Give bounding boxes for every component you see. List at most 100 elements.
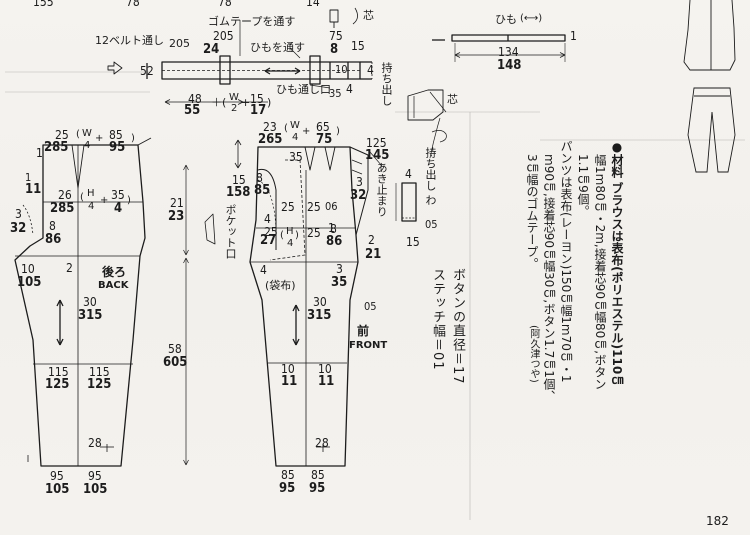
label-pocket-bag: (袋布) (265, 279, 296, 292)
dim-85-a: 85 (281, 468, 295, 482)
dim-65: 65 (316, 120, 330, 134)
w-over-2-den: 2 (231, 103, 238, 114)
dim-28: 28 (88, 436, 102, 450)
dim-158: 158 (226, 185, 251, 200)
dim-4: 4 (367, 63, 374, 77)
label-front-en: FRONT (349, 340, 388, 351)
dim-95: 95 (109, 140, 126, 155)
waist-detail (407, 89, 447, 159)
dim-8: 8 (256, 171, 263, 185)
dim-25-a: 25 (281, 200, 295, 214)
dim-10: 10 (21, 262, 35, 276)
dim-95-b: 95 (88, 469, 102, 483)
dim-23: 23 (168, 209, 185, 224)
label-interfacing-2: 芯 (447, 93, 458, 106)
waistband-piece (107, 20, 373, 105)
dim-2: 2 (368, 233, 375, 247)
dim-21: 21 (365, 247, 382, 262)
dim-24: 24 (203, 42, 220, 57)
plus-sign: ＋( (211, 96, 227, 109)
plus-sign: + (100, 195, 109, 206)
dim-155: 155 (33, 0, 54, 9)
dim-25-d: 25 (307, 226, 321, 240)
dim-21: 21 (170, 196, 184, 210)
back-pant-outline (14, 137, 152, 467)
page-number: 182 (706, 514, 729, 528)
w-over-4-num: W (82, 128, 92, 139)
string-piece (432, 34, 566, 62)
dim-8-b: 8 (330, 222, 337, 236)
dim-4-b: 4 (346, 82, 353, 96)
materials-bullet: ●材料 ブラウスは表布(ポリエステル)110㎝ (610, 140, 624, 387)
dim-27: 27 (260, 233, 277, 248)
dim-86: 86 (326, 234, 343, 249)
w-over-2-num: W (229, 92, 239, 103)
dim-28: 28 (315, 436, 329, 450)
dim-48: 48 (188, 92, 202, 106)
materials-line-5: m90㎝,接着芯90㎝幅30㎝,ボタン1.7㎝1個、 (542, 154, 556, 402)
dim-11: 11 (25, 182, 42, 197)
note-stitch-width: ステッチ幅＝01 (430, 268, 445, 371)
dim-3-b: 3 (336, 262, 343, 276)
h-over-4-den: 4 (88, 201, 95, 212)
dim-95-b: 95 (309, 481, 326, 496)
plus-sign: + (302, 126, 311, 137)
h-over-4-num: H (286, 226, 294, 237)
paren: ( (76, 129, 80, 140)
dim-35: 35 (329, 87, 342, 100)
label-back-jp: 後ろ (102, 265, 127, 279)
plus-sign: + (95, 133, 104, 144)
dim-10: 10 (335, 63, 348, 76)
materials-line-6: 3㎝幅のゴムテープ。 (525, 154, 539, 270)
dim-11-a: 11 (281, 374, 298, 389)
dim-315: 315 (307, 308, 332, 323)
fly-extension-piece (369, 151, 417, 222)
dim-2: 2 (66, 261, 73, 275)
w-over-4-num: W (290, 120, 300, 131)
h-over-4-num: H (87, 188, 95, 199)
label-opening-stop: あき止まり (375, 162, 389, 217)
dim-1: 1 (328, 221, 335, 235)
h-over-4-den: 4 (287, 238, 294, 249)
dim-105: 105 (17, 275, 42, 290)
dim-15-b: 15 (250, 92, 264, 106)
dim-85: 85 (109, 128, 123, 142)
dim-75: 75 (316, 132, 333, 147)
dim-58: 58 (168, 342, 182, 356)
dim-05-b: 05 (425, 218, 438, 231)
dim-1: 1 (570, 29, 577, 43)
dim-134: 134 (498, 45, 519, 59)
dim-78-b: 78 (218, 0, 232, 9)
materials-line-3: 1.1㎝9個。 (576, 154, 590, 217)
dim-95-a: 95 (50, 469, 64, 483)
dim-10-a: 10 (281, 362, 295, 376)
label-interfacing: 芯 (363, 9, 374, 22)
plus-sign: + (241, 96, 251, 109)
paren: ( (280, 230, 284, 241)
dim-4: 4 (264, 212, 271, 226)
dim-285-b: 285 (50, 201, 75, 216)
dim-15-c: 15 (406, 235, 420, 249)
label-belt-loop: 12ベルト通し (95, 34, 164, 47)
dim-75: 75 (329, 29, 343, 43)
paren: ) (295, 230, 299, 241)
dim-125-a: 125 (45, 377, 70, 392)
dim-78-a: 78 (126, 0, 140, 9)
dim-8: 8 (49, 219, 56, 233)
dim-1: 1 (36, 146, 43, 160)
dim-605: 605 (163, 355, 188, 370)
dim-148: 148 (497, 58, 522, 73)
dim-25: 25 (55, 128, 69, 142)
dim-1: 1 (25, 171, 32, 184)
dim-30: 30 (83, 295, 97, 309)
dim-3: 3 (356, 175, 363, 189)
paren: ( (80, 192, 84, 203)
dim-30: 30 (313, 295, 327, 309)
paren: ) (336, 126, 340, 137)
paren: ) (267, 96, 272, 109)
dim-55: 55 (184, 103, 201, 118)
dim-11-b: 11 (318, 374, 335, 389)
w-over-4-den: 4 (292, 132, 299, 143)
label-extension: 持ち出し (380, 62, 393, 106)
